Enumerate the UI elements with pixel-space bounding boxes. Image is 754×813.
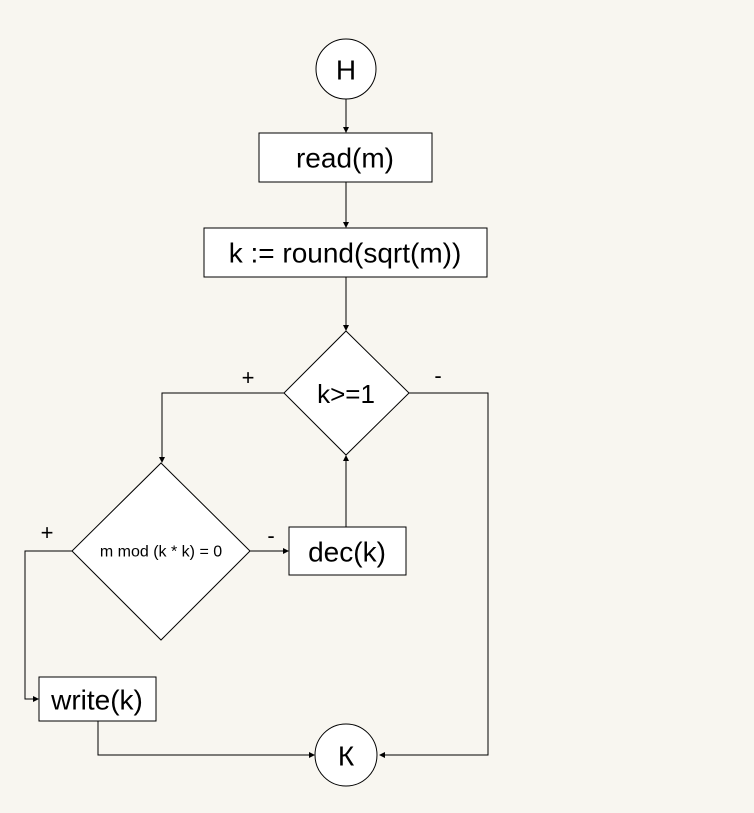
edge-mod-true [24, 550, 72, 700]
edge-label-loop-true: + [242, 365, 255, 390]
node-mod-condition-label: m mod (k * k) = 0 [100, 544, 222, 561]
node-write: write(k) [38, 676, 157, 722]
node-start-label: Н [336, 55, 356, 86]
node-loop-condition-label: k>=1 [317, 379, 375, 409]
arrowhead [343, 325, 349, 331]
node-loop-condition: k>=1 [283, 330, 410, 456]
node-read: read(m) [258, 132, 433, 183]
node-write-label: write(k) [50, 685, 143, 716]
node-dec-label: dec(k) [308, 537, 386, 568]
arrowhead [159, 457, 165, 463]
node-read-label: read(m) [296, 143, 394, 174]
arrowhead [33, 696, 39, 702]
edge-write-end [97, 721, 310, 756]
arrowhead [343, 222, 349, 228]
edges [24, 94, 489, 758]
arrowhead [309, 752, 315, 758]
node-start: Н [315, 38, 377, 100]
node-mod-condition: m mod (k * k) = 0 [71, 462, 251, 641]
node-end: К [314, 723, 378, 787]
node-assign-label: k := round(sqrt(m)) [229, 238, 462, 269]
edge-labels: + - + - [41, 363, 442, 548]
arrowhead [343, 127, 349, 133]
arrowhead [379, 752, 385, 758]
edge-label-mod-true: + [41, 520, 54, 545]
arrowhead [283, 548, 289, 554]
edge-label-mod-false: - [267, 523, 274, 548]
node-end-label: К [338, 741, 355, 772]
edge-loop-true [161, 392, 284, 458]
nodes: Н read(m) k := round(sqrt(m)) k>=1 m mod… [38, 38, 488, 787]
edge-loop-false [384, 392, 489, 756]
edge-label-loop-false: - [434, 363, 441, 388]
node-dec: dec(k) [288, 526, 407, 576]
node-assign: k := round(sqrt(m)) [203, 227, 488, 278]
arrowhead [343, 455, 349, 461]
